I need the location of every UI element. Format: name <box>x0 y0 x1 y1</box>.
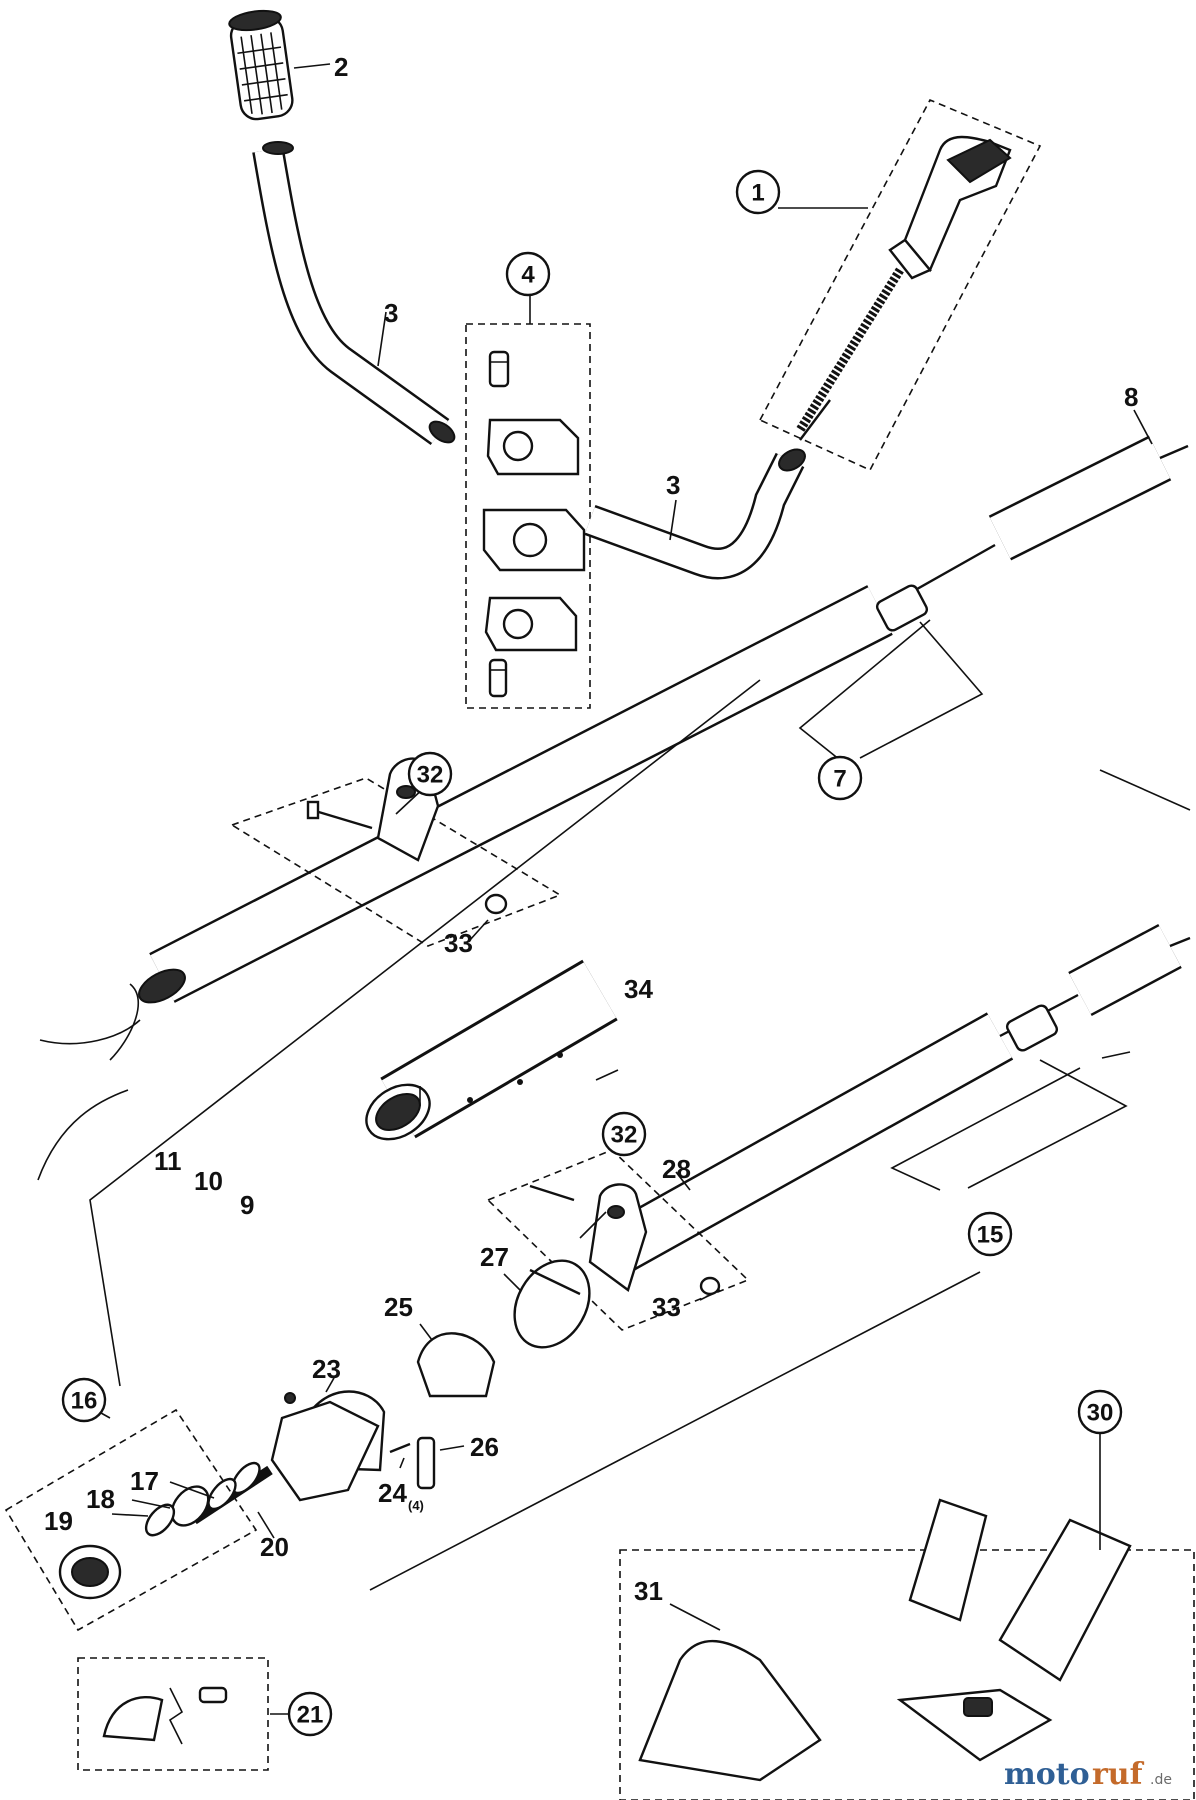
callout-15-text: 15 <box>977 1222 1004 1249</box>
callout-30: 30 <box>1077 1389 1123 1435</box>
callout-2-text: 2 <box>334 52 348 82</box>
callout-30-text: 30 <box>1087 1400 1114 1427</box>
callout-27-text: 27 <box>480 1242 509 1272</box>
callout-19-text: 19 <box>44 1506 73 1536</box>
grip-part <box>228 9 294 121</box>
callout-3-left-text: 3 <box>384 298 398 328</box>
watermark-part1: moto <box>1004 1757 1090 1792</box>
callout-10-text: 10 <box>194 1166 223 1196</box>
callout-23-text: 23 <box>312 1354 341 1384</box>
left-handle-tube <box>252 141 456 445</box>
callout-21-text: 21 <box>297 1702 324 1729</box>
callout-26-text: 26 <box>470 1432 499 1462</box>
callout-20-text: 20 <box>260 1532 289 1562</box>
throttle-handle <box>758 98 1042 472</box>
callout-16-text: 16 <box>71 1388 98 1415</box>
watermark-suffix: .de <box>1150 1772 1172 1788</box>
callout-16: 16 <box>61 1377 107 1423</box>
coupling-tube <box>365 959 618 1141</box>
callout-8-text: 8 <box>1124 382 1138 412</box>
leader-lines <box>37 63 1191 1715</box>
callout-3-right-text: 3 <box>666 470 680 500</box>
main-shaft <box>138 435 1189 1004</box>
callout-32-lower: 32 <box>601 1111 647 1157</box>
callout-24-quantity: (4) <box>408 1498 424 1513</box>
callout-32-upper: 32 <box>407 751 453 797</box>
clamp-assembly <box>465 323 591 709</box>
callout-9-text: 9 <box>240 1190 254 1220</box>
gear-head-parts <box>144 1259 591 1537</box>
callout-25-text: 25 <box>384 1292 413 1322</box>
callout-28-text: 28 <box>662 1154 691 1184</box>
callout-11-text: 11 <box>154 1146 182 1176</box>
callout-33-lower-text: 33 <box>652 1292 681 1322</box>
callout-31-text: 31 <box>634 1576 663 1606</box>
callout-32-upper-text: 32 <box>417 762 444 789</box>
drive-shaft <box>606 923 1191 1272</box>
callout-18-text: 18 <box>86 1484 115 1514</box>
callout-7-text: 7 <box>833 766 846 793</box>
callout-4: 4 <box>505 251 551 297</box>
callout-24-text: 24 <box>378 1478 407 1508</box>
callout-32-lower-text: 32 <box>611 1122 638 1149</box>
callout-7: 7 <box>817 755 863 801</box>
callout-15: 15 <box>967 1211 1013 1257</box>
callout-1: 1 <box>735 169 781 215</box>
callout-labels: 1 2 3 3 4 7 8 9 10 11 15 16 17 18 19 20 … <box>44 52 1138 1737</box>
callout-17-text: 17 <box>130 1466 159 1496</box>
spring-assembly <box>77 1657 269 1771</box>
callout-34-text: 34 <box>624 974 653 1004</box>
callout-4-text: 4 <box>521 262 535 289</box>
watermark: moto ruf .de <box>1004 1757 1172 1792</box>
harness <box>619 1498 1195 1800</box>
bearing-assembly <box>4 1408 258 1632</box>
callout-33-upper-text: 33 <box>444 928 473 958</box>
callout-1-text: 1 <box>751 180 764 207</box>
watermark-part2: ruf <box>1092 1757 1145 1792</box>
right-handle-tube <box>584 448 806 580</box>
callout-21: 21 <box>287 1691 333 1737</box>
